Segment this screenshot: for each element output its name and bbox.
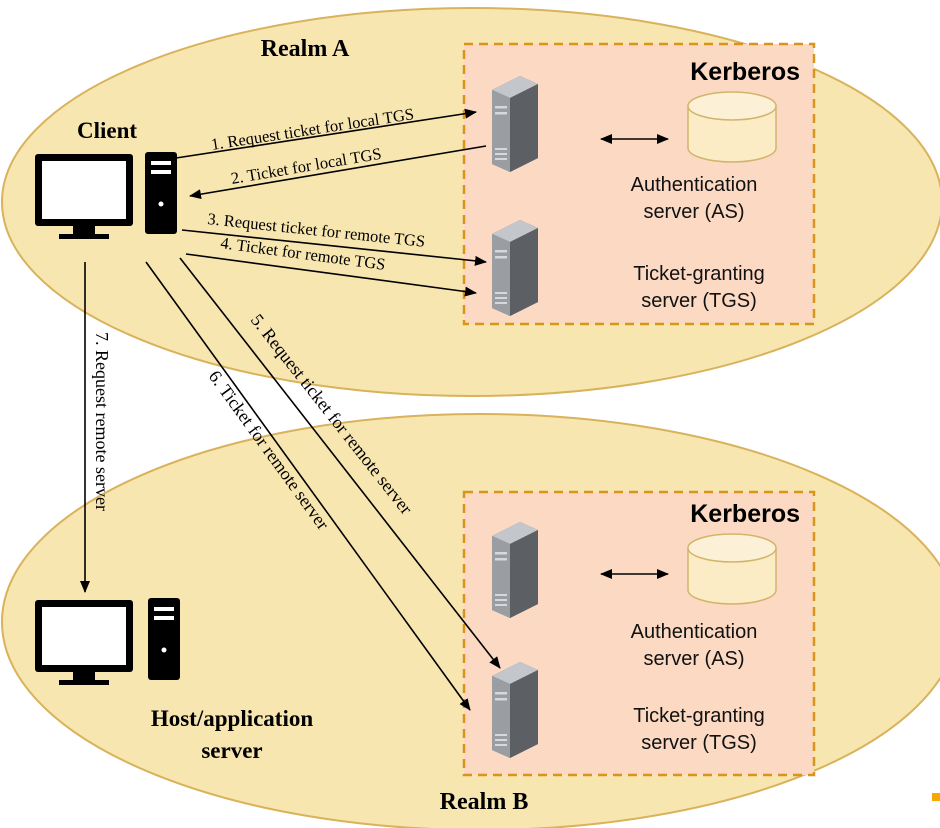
realm-b-tgs-label-line1: Ticket-granting	[633, 705, 765, 727]
realm-b-as-label-line2: server (AS)	[643, 648, 744, 670]
realm-b-as-server-icon	[492, 522, 538, 618]
realm-a-tgs-label-line2: server (TGS)	[641, 290, 757, 312]
realm-b-tgs-server-icon	[492, 662, 538, 758]
realm-a-as-database-icon	[687, 91, 777, 163]
realm-a-as-label-line2: server (AS)	[643, 201, 744, 223]
realm-a-kerberos-title: Kerberos	[690, 58, 800, 86]
realm-a-tgs-label-line1: Ticket-granting	[633, 263, 765, 285]
arrow-4-ticket-remote-tgs	[185, 253, 477, 297]
arrow-5-request-remote-server	[179, 257, 501, 669]
realm-b-title: Realm B	[440, 789, 529, 815]
realm-a-as-label-line1: Authentication	[631, 174, 758, 196]
host-label-line1: Host/application	[151, 706, 314, 731]
arrow-1-request-local-tgs	[175, 108, 477, 159]
corner-mark	[932, 793, 940, 801]
realm-b-tgs-label-line2: server (TGS)	[641, 732, 757, 754]
realm-a-tgs-server-icon	[492, 220, 538, 316]
realm-a-title: Realm A	[261, 36, 350, 62]
client-label: Client	[77, 118, 137, 143]
arrow-2-ticket-local-tgs	[189, 145, 487, 200]
realm-a-as-server-icon	[492, 76, 538, 172]
arrow-3-request-remote-tgs	[181, 229, 487, 266]
host-label-line2: server	[201, 738, 262, 763]
arrow-6-ticket-remote-server	[145, 261, 471, 711]
realm-b-as-label-line1: Authentication	[631, 621, 758, 643]
msg-7-label: 7. Request remote server	[92, 332, 112, 511]
realm-b-kerberos-title: Kerberos	[690, 500, 800, 528]
realm-b-as-database-icon	[687, 533, 777, 605]
host-tower-icon	[148, 598, 180, 680]
client-tower-icon	[145, 152, 177, 234]
